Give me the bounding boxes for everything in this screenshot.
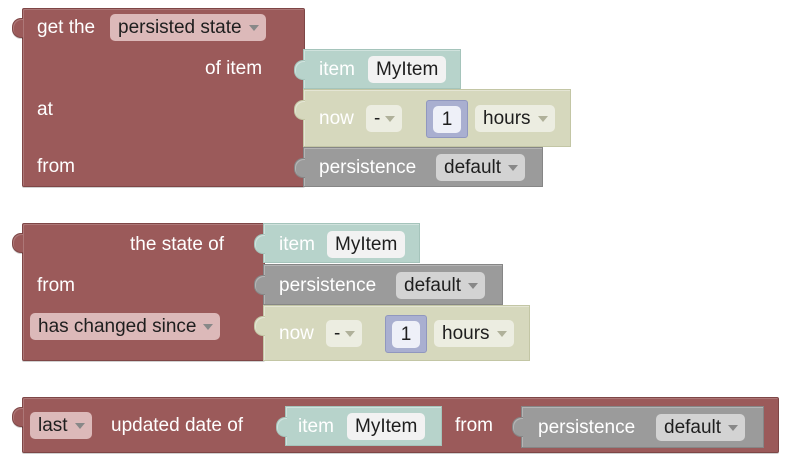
time-connector (254, 316, 265, 336)
persistence-connector (512, 417, 523, 437)
unit-dropdown[interactable]: hours (434, 320, 514, 347)
item-block[interactable]: item MyItem (254, 223, 420, 263)
function-dropdown[interactable]: persisted state (110, 14, 266, 41)
time-offset-block[interactable]: now - 1 hours (254, 305, 530, 361)
of-item-label: of item (205, 58, 263, 79)
persistence-dropdown[interactable]: default (436, 154, 526, 181)
persistence-label: persistence (319, 157, 417, 178)
item-name-field[interactable]: MyItem (327, 231, 406, 258)
item-connector (276, 417, 287, 437)
from-label: from (37, 275, 75, 296)
from-label: from (455, 415, 493, 436)
item-name-field[interactable]: MyItem (368, 56, 447, 83)
item-label: item (298, 416, 334, 437)
updated-date-label: updated date of (111, 415, 244, 436)
persisted-state-block[interactable]: get the persisted state of item at from (12, 8, 305, 187)
time-offset-block[interactable]: now - 1 hours (294, 89, 571, 147)
persistence-connector (294, 158, 305, 178)
chevron-down-icon (345, 331, 356, 337)
get-the-label: get the (37, 17, 96, 38)
persistence-block[interactable]: persistence default (512, 406, 764, 448)
chevron-down-icon (468, 283, 479, 289)
persistence-dropdown[interactable]: default (656, 414, 746, 441)
state-change-block[interactable]: the state of from has changed since (12, 223, 265, 361)
persistence-connector (254, 275, 265, 295)
item-block[interactable]: item MyItem (294, 49, 461, 89)
at-label: at (37, 99, 53, 120)
chevron-down-icon (508, 165, 519, 171)
persistence-block[interactable]: persistence default (254, 264, 503, 305)
persistence-label: persistence (538, 417, 636, 438)
amount-field[interactable]: 1 (433, 106, 461, 133)
amount-field[interactable]: 1 (392, 321, 420, 348)
persistence-dropdown[interactable]: default (396, 272, 486, 299)
item-block[interactable]: item MyItem (276, 406, 442, 446)
unit-dropdown[interactable]: hours (475, 105, 555, 132)
persistence-label: persistence (279, 275, 377, 296)
item-label: item (279, 234, 315, 255)
item-label: item (319, 59, 355, 80)
output-connector (12, 233, 23, 253)
item-connector (294, 60, 305, 80)
chevron-down-icon (537, 116, 548, 122)
from-label: from (37, 156, 75, 177)
number-block[interactable]: 1 (385, 315, 427, 353)
condition-dropdown[interactable]: has changed since (30, 313, 221, 340)
output-connector (12, 18, 23, 38)
chevron-down-icon (74, 423, 85, 429)
state-of-label: the state of (130, 234, 225, 255)
chevron-down-icon (385, 116, 396, 122)
chevron-down-icon (203, 324, 214, 330)
number-block[interactable]: 1 (426, 100, 468, 138)
item-connector (254, 234, 265, 254)
output-connector (12, 407, 23, 427)
persistence-block[interactable]: persistence default (294, 147, 543, 187)
operator-dropdown[interactable]: - (366, 105, 403, 132)
chevron-down-icon (496, 331, 507, 337)
chevron-down-icon (248, 25, 259, 31)
chevron-down-icon (728, 425, 739, 431)
now-label: now (319, 108, 354, 129)
time-connector (294, 100, 305, 120)
operator-dropdown[interactable]: - (326, 320, 363, 347)
item-name-field[interactable]: MyItem (347, 413, 426, 440)
last-dropdown[interactable]: last (30, 412, 92, 439)
now-label: now (279, 323, 314, 344)
